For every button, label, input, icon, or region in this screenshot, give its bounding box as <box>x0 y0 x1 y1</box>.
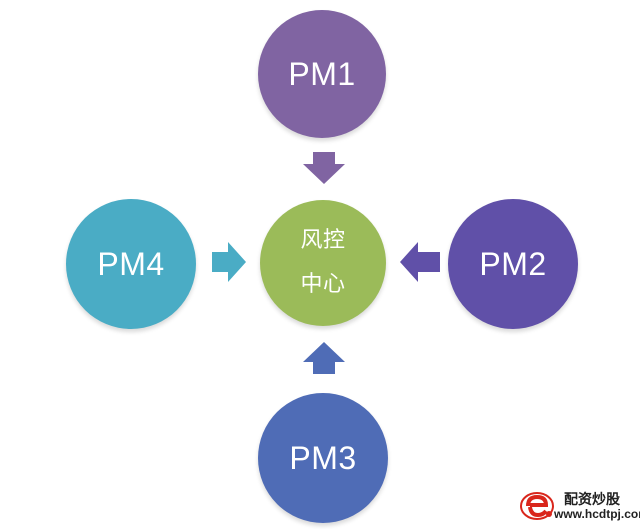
center-label-line2: 中心 <box>300 272 346 297</box>
pm2-node: PM2 <box>448 199 578 329</box>
pm4-label: PM4 <box>97 245 165 282</box>
arrow-left-from-pm2 <box>400 242 440 282</box>
pm1-label: PM1 <box>288 55 356 92</box>
watermark-title: 配资炒股 <box>564 492 620 508</box>
pm2-label: PM2 <box>479 245 547 282</box>
arrow-down-from-pm1 <box>303 152 345 184</box>
watermark-url: www.hcdtpj.com <box>554 507 640 521</box>
arrow-right-from-pm4 <box>212 242 246 282</box>
pm3-node: PM3 <box>258 393 388 523</box>
pm3-label: PM3 <box>289 439 357 476</box>
risk-control-center-node: 风控 中心 <box>260 200 386 326</box>
center-label-line1: 风控 <box>300 228 346 253</box>
watermark: 配资炒股 www.hcdtpj.com <box>520 487 640 527</box>
pm1-node: PM1 <box>258 10 386 138</box>
e-logo-icon <box>520 492 554 520</box>
pm4-node: PM4 <box>66 199 196 329</box>
arrow-up-from-pm3 <box>303 342 345 374</box>
